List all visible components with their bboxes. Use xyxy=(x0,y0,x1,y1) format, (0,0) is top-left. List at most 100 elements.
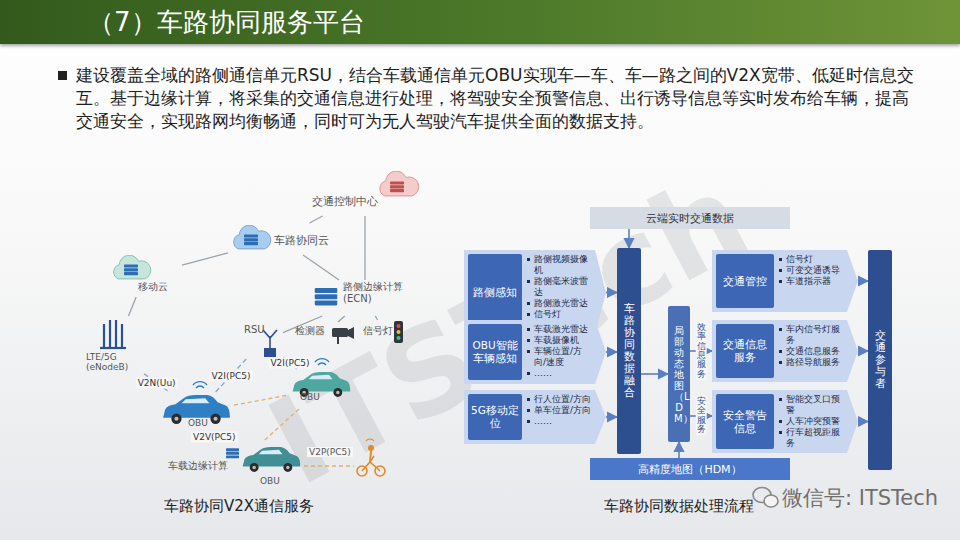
connector xyxy=(310,216,323,223)
node-label: RSU xyxy=(244,324,265,336)
bullet-square xyxy=(58,71,67,80)
panel-title: OBU智能车辆感知 xyxy=(470,339,520,364)
panel-header: 5G移动定位 xyxy=(468,394,522,440)
connector xyxy=(628,229,630,248)
connector xyxy=(234,395,288,405)
node-label: OBU xyxy=(300,392,320,402)
panel-item: 路侧毫米波雷达 xyxy=(527,276,594,298)
node-label: LTE/5G (eNodeB) xyxy=(86,352,142,373)
panel-header: OBU智能车辆感知 xyxy=(468,324,522,380)
cloud-node: 移动云 xyxy=(108,253,182,297)
panel-header: 安全警告信息 xyxy=(716,394,774,449)
signal-light: 信号灯 xyxy=(362,320,408,346)
connector xyxy=(858,350,868,352)
panel-item: 信号灯 xyxy=(527,309,594,320)
connector xyxy=(858,280,868,282)
participant-bar: 交通参与者 xyxy=(868,250,892,470)
panel-list: 行人位置/方向单车位置/方向…… xyxy=(527,394,594,427)
panel-title: 路侧感知 xyxy=(473,286,517,299)
panel-title: 交通信息服务 xyxy=(718,338,772,363)
edge-label: V2I(PC5) xyxy=(268,358,311,369)
edge-label: V2I(PC5) xyxy=(209,370,252,381)
connector xyxy=(641,373,668,375)
panel-header: 路侧感知 xyxy=(468,254,522,331)
panel-item: 交通信息服务 xyxy=(779,346,846,357)
connector xyxy=(678,442,680,458)
detector: 检测器 xyxy=(293,322,356,346)
ldm-bar: 局部动态地图（LDM） xyxy=(668,306,690,442)
edge-label: V2V(PC5) xyxy=(191,432,238,443)
vertical-label: 车路协同数据融合 xyxy=(624,303,635,400)
map-bar: 高精度地图（HDM） xyxy=(590,458,790,480)
rsu-unit: RSU xyxy=(243,323,283,359)
panel-title: 交通管控 xyxy=(723,275,767,288)
data-bar: 云端实时交通数据 xyxy=(590,207,790,229)
node-label: 车载边缘计算 xyxy=(168,460,228,472)
panel-item: 车道指示器 xyxy=(779,276,846,287)
panel-item: …… xyxy=(527,416,594,427)
connector xyxy=(364,216,365,280)
panel-item: 人车冲突预警 xyxy=(779,416,846,427)
vertical-label: 局部动态地图（LDM） xyxy=(674,325,684,424)
connector xyxy=(303,255,339,280)
panel-item: …… xyxy=(527,368,594,379)
service-panel: 安全警告信息智能交叉口预警人车冲突预警行车超视距服务 xyxy=(712,390,858,453)
panel-list: 智能交叉口预警人车冲突预警行车超视距服务 xyxy=(779,394,846,449)
panel-item: 车内信号灯服务 xyxy=(779,324,846,346)
sensing-panel: OBU智能车辆感知车载激光雷达车载摄像机车辆位置/方向/速度…… xyxy=(464,320,606,384)
connector xyxy=(128,297,136,316)
node-label: OBU xyxy=(260,476,280,486)
panel-item: 路侧激光雷达 xyxy=(527,298,594,309)
panel-item: 路径导航服务 xyxy=(779,357,846,368)
panel-item: 行车超视距服务 xyxy=(779,427,846,449)
node-label: 路侧边缘计算 (ECN) xyxy=(343,281,415,304)
node-label: 检测器 xyxy=(295,325,325,337)
connector xyxy=(606,292,617,294)
vertical-label: 交通参与者 xyxy=(875,330,886,390)
sensing-panel: 5G移动定位行人位置/方向单车位置/方向…… xyxy=(464,390,606,444)
panel-list: 车内信号灯服务交通信息服务路径导航服务 xyxy=(779,324,846,368)
panel-item: 车载摄像机 xyxy=(527,335,594,346)
panel-item: 路侧视频摄像机 xyxy=(527,254,594,276)
panel-item: 车辆位置/方向/速度 xyxy=(527,346,594,368)
node-label: 交通控制中心 xyxy=(312,196,378,209)
node-label: OBU xyxy=(188,418,208,428)
connector xyxy=(182,253,228,265)
cloud-node: 车路协同云 xyxy=(228,223,332,255)
panel-item: 行人位置/方向 xyxy=(527,394,594,405)
link-label: V2P(PC5) xyxy=(307,447,353,457)
service-panel: 交通管控信号灯可变交通诱导车道指示器 xyxy=(712,250,858,312)
connector xyxy=(263,409,299,442)
node-label: 移动云 xyxy=(138,281,168,293)
connector xyxy=(858,421,868,423)
panel-title: 5G移动定位 xyxy=(470,404,520,429)
connector xyxy=(375,316,377,320)
service-panel: 交通信息服务车内信号灯服务交通信息服务路径导航服务 xyxy=(712,320,858,382)
caption: 车路协同数据处理流程 xyxy=(604,497,754,516)
panel-header: 交通管控 xyxy=(716,254,774,308)
edge-label: 安全服务 xyxy=(696,396,707,435)
watermark-id: 微信号: ITSTech xyxy=(782,484,938,512)
edge-label: V2N(Uu) xyxy=(136,377,178,388)
vehicle-obu: OBU xyxy=(288,369,354,409)
caption: 车路协同V2X通信服务 xyxy=(164,497,314,516)
edge-label: 效率信息服务 xyxy=(696,322,707,380)
bar-label: 云端实时交通数据 xyxy=(646,211,734,226)
bar-label: 高精度地图（HDM） xyxy=(638,462,741,477)
panel-item: 单车位置/方向 xyxy=(527,405,594,416)
connector xyxy=(606,416,617,418)
connector xyxy=(606,351,617,353)
panel-list: 信号灯可变交通诱导车道指示器 xyxy=(779,254,846,287)
panel-item: 智能交叉口预警 xyxy=(779,394,846,416)
connector xyxy=(338,316,345,322)
panel-item: 可变交通诱导 xyxy=(779,265,846,276)
panel-header: 交通信息服务 xyxy=(716,324,774,378)
panel-list: 路侧视频摄像机路侧毫米波雷达路侧激光雷达信号灯…… xyxy=(527,254,594,331)
slide-title: （7）车路协同服务平台 xyxy=(88,5,365,39)
panel-item: 信号灯 xyxy=(779,254,846,265)
fusion-bar: 车路协同数据融合 xyxy=(617,248,641,454)
panel-list: 车载激光雷达车载摄像机车辆位置/方向/速度…… xyxy=(527,324,594,379)
vehicle-edge: 车载边缘计算 OBU xyxy=(166,442,304,492)
node-label: 车路协同云 xyxy=(274,235,329,248)
node-label: 信号灯 xyxy=(363,325,393,337)
